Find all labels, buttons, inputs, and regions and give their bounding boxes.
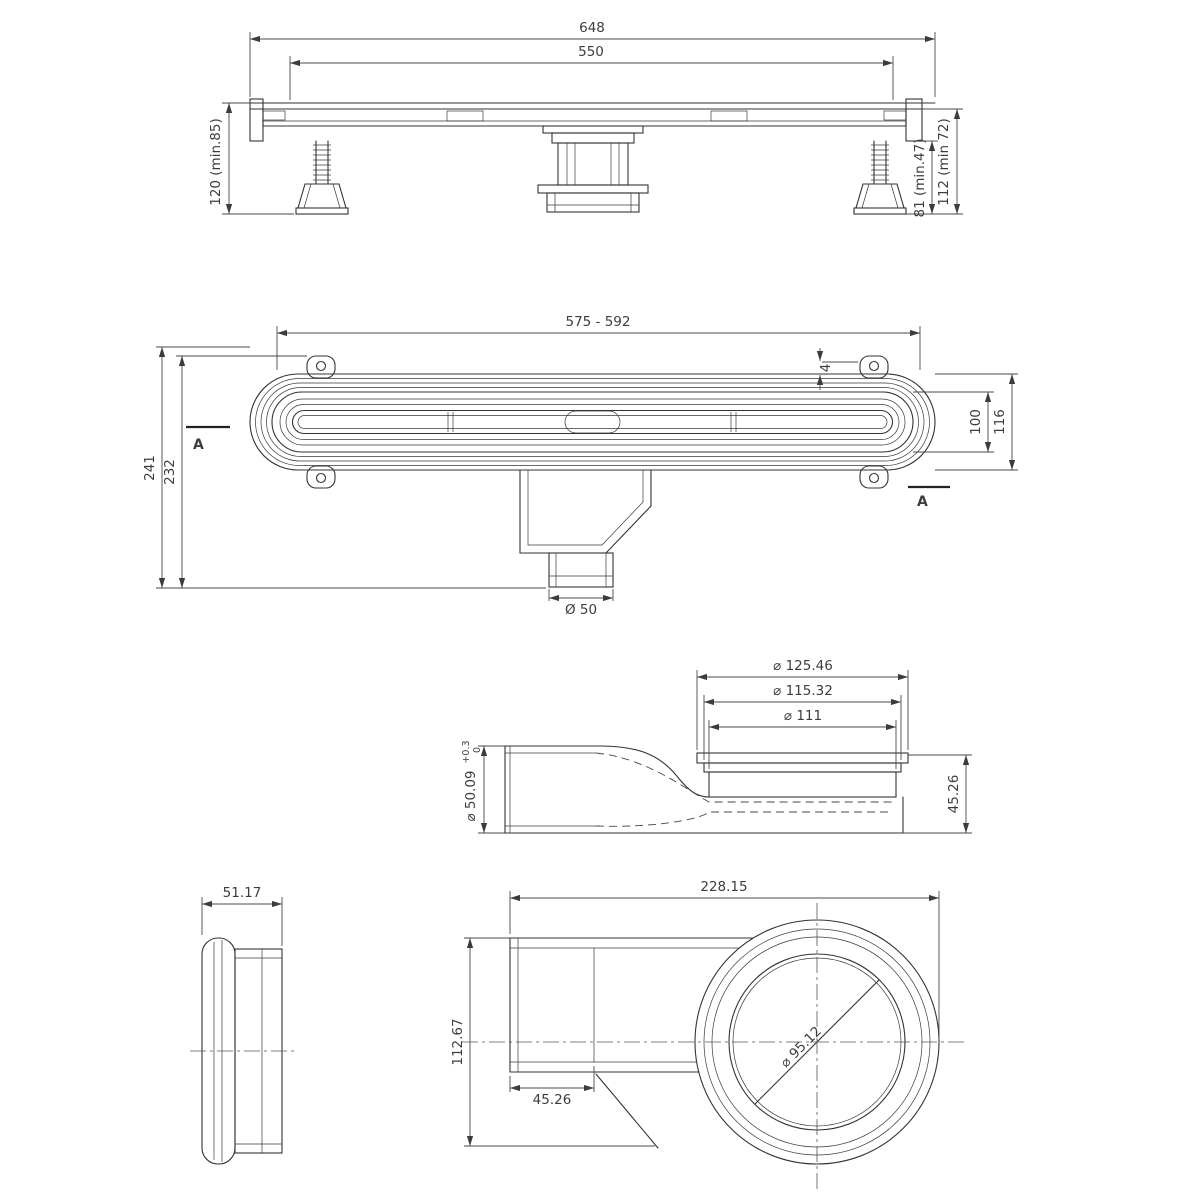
view-flange-side: 51.17 <box>190 885 296 1165</box>
dim-pipe-inset: 45.26 <box>533 1092 572 1108</box>
flange-side-dimensions: 51.17 <box>201 885 283 946</box>
trap-geometry <box>537 125 649 213</box>
dim-lip: 4 <box>818 364 834 373</box>
dim-d-outer: ⌀ 125.46 <box>773 658 833 674</box>
dim-bore-diameter: ⌀ 95.12 <box>777 1023 824 1070</box>
dim-d-inner: ⌀ 111 <box>784 708 822 724</box>
dim-d-mid: ⌀ 115.32 <box>773 683 833 699</box>
dim-depth-total: 241 <box>142 455 158 481</box>
dim-depth-body: 232 <box>162 459 178 485</box>
dim-outlet-plan-depth: 112.67 <box>450 1018 466 1065</box>
section-markers: A A <box>186 425 950 510</box>
channel-geometry <box>249 98 936 142</box>
dim-grate-width: 550 <box>578 44 604 60</box>
outlet-section-dimensions: ⌀ 125.46 ⌀ 115.32 ⌀ 111 ⌀ 50.09 +0.3 0 4… <box>461 658 972 834</box>
view-outlet-plan: ⌀ 95.12 228.15 112.67 45.26 <box>450 879 965 1190</box>
flange-side-geometry <box>190 937 296 1165</box>
dim-length-range: 575 - 592 <box>566 314 631 330</box>
view-top-plan: A A 575 - 592 241 232 100 116 <box>142 314 1018 618</box>
outlet-plan-geometry: ⌀ 95.12 <box>462 903 965 1190</box>
dim-flange-width: 51.17 <box>223 885 262 901</box>
outlet-plan-dimensions: 228.15 112.67 45.26 <box>450 879 940 1147</box>
dim-width-inner: 100 <box>968 409 984 435</box>
dim-outlet-plan-length: 228.15 <box>700 879 747 895</box>
mounting-tabs-geometry <box>306 355 889 489</box>
dim-pipe-tol-lower: 0 <box>472 747 483 753</box>
dim-height-left: 120 (min.85) <box>208 118 224 206</box>
dim-height-right-inner: 81 (min.47) <box>912 139 928 218</box>
outlet-section-geometry <box>504 745 909 834</box>
dim-section-height: 45.26 <box>946 775 962 814</box>
side-dimensions: 648 550 120 (min.85) 81 (min.47) 112 (mi… <box>208 20 963 217</box>
dim-pipe-tol-upper: +0.3 <box>461 740 472 763</box>
view-outlet-section: ⌀ 125.46 ⌀ 115.32 ⌀ 111 ⌀ 50.09 +0.3 0 4… <box>461 658 972 834</box>
dim-height-right-outer: 112 (min 72) <box>936 118 952 206</box>
view-side-elevation: 648 550 120 (min.85) 81 (min.47) 112 (mi… <box>208 20 963 217</box>
dim-overall-width: 648 <box>579 20 605 36</box>
right-foot-geometry <box>853 140 907 215</box>
left-foot-geometry <box>295 140 349 215</box>
plan-dimensions: 575 - 592 241 232 100 116 4 Ø 50 <box>142 314 1018 618</box>
channel-plan-geometry <box>249 373 936 471</box>
dim-outlet-diameter: Ø 50 <box>565 602 597 618</box>
section-label-right: A <box>917 494 928 510</box>
trap-plan-geometry <box>519 469 652 588</box>
dim-width-outer: 116 <box>992 409 1008 435</box>
dim-pipe-diameter: ⌀ 50.09 <box>463 770 479 821</box>
section-label-left: A <box>193 437 204 453</box>
